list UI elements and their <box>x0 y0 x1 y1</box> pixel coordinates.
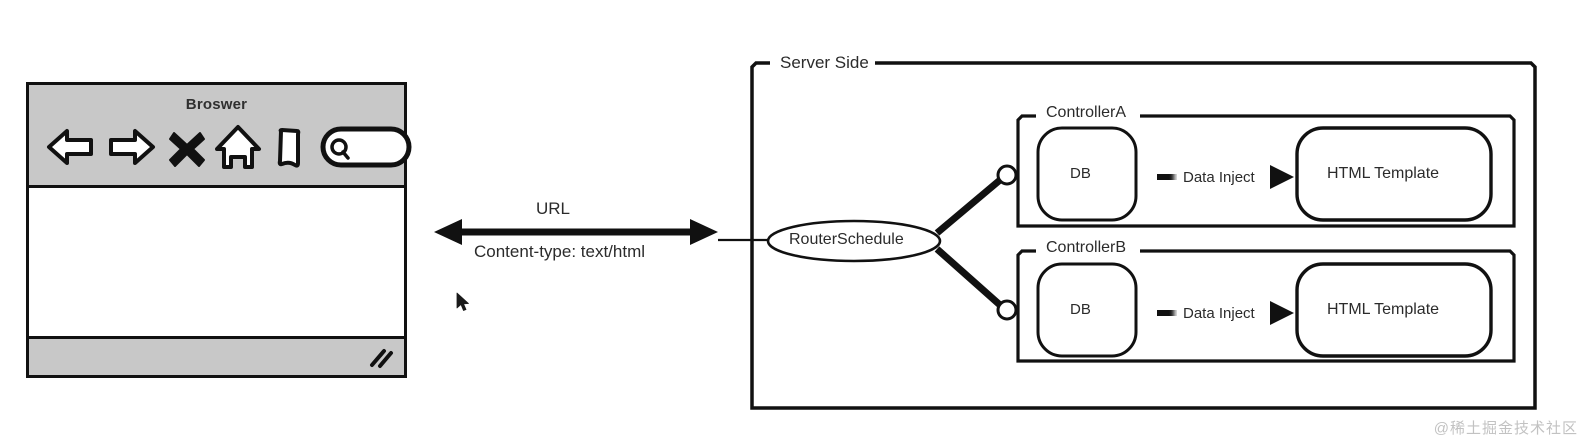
search-input[interactable] <box>319 124 413 175</box>
url-label: URL <box>536 199 571 218</box>
server-side-box <box>750 61 1537 410</box>
home-icon[interactable] <box>213 119 263 175</box>
browser-content-area[interactable] <box>29 188 404 336</box>
search-pill[interactable] <box>319 124 413 170</box>
watermark: @稀土掘金技术社区 <box>1433 420 1578 437</box>
forward-arrow-icon[interactable] <box>103 119 159 175</box>
html-template-label-b: HTML Template <box>1327 301 1440 318</box>
html-template-shape-a <box>1295 126 1493 222</box>
db-label-b: DB <box>1070 301 1091 318</box>
router-schedule-label: RouterSchedule <box>789 231 904 248</box>
db-shape-b <box>1036 262 1138 358</box>
controller-b-box <box>1016 249 1516 363</box>
html-template-label-a: HTML Template <box>1327 165 1440 182</box>
db-label-a: DB <box>1070 165 1091 182</box>
router-schedule-ellipse <box>766 219 942 263</box>
browser-window: Broswer <box>26 82 412 378</box>
search-icon <box>330 138 348 156</box>
controller-b-title: ControllerB <box>1041 239 1132 257</box>
url-double-arrow <box>434 219 718 245</box>
html-template-shape-b <box>1295 262 1493 358</box>
browser-status-bar <box>29 336 404 375</box>
data-inject-label-b: Data Inject <box>1177 303 1261 324</box>
content-type-label: Content-type: text/html <box>474 242 646 261</box>
mouse-pointer-icon <box>456 292 469 311</box>
data-inject-arrow-a <box>1157 165 1294 189</box>
db-shape-a <box>1036 126 1138 222</box>
router-branch-a <box>934 177 1003 236</box>
controller-a-title: ControllerA <box>1041 104 1132 122</box>
page-icon[interactable] <box>271 119 307 175</box>
router-branch-b <box>934 246 1003 308</box>
resize-grip-icon[interactable] <box>368 347 394 369</box>
browser-toolbar-icons <box>43 119 412 175</box>
back-arrow-icon[interactable] <box>43 119 99 175</box>
connector-circle-b <box>996 299 1018 321</box>
controller-a-box <box>1016 114 1516 228</box>
close-x-icon[interactable] <box>165 119 209 175</box>
data-inject-label-a: Data Inject <box>1177 167 1261 188</box>
connector-circle-a <box>996 164 1018 186</box>
data-inject-arrow-b <box>1157 301 1294 325</box>
browser-toolbar: Broswer <box>29 85 412 188</box>
server-side-title: Server Side <box>774 53 875 73</box>
browser-title: Broswer <box>185 96 248 113</box>
